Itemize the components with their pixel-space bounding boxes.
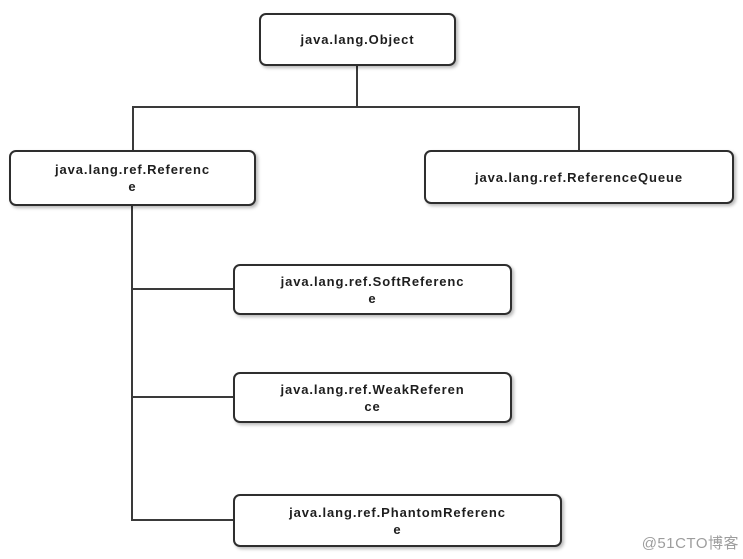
connector-branch-phantomreference <box>131 519 233 521</box>
node-label-java-lang-ref-referencequeue: java.lang.ref.ReferenceQueue <box>475 169 683 185</box>
connector-object-down <box>356 65 358 108</box>
watermark-51cto: @51CTO博客 <box>641 535 739 552</box>
connector-drop-reference <box>132 106 134 151</box>
node-label-java-lang-ref-weakreference: java.lang.ref.WeakReferen ce <box>280 381 465 414</box>
node-java-lang-ref-phantomreference: java.lang.ref.PhantomReferenc e <box>233 494 562 547</box>
node-java-lang-ref-softreference: java.lang.ref.SoftReferenc e <box>233 264 512 315</box>
connector-branch-weakreference <box>131 396 233 398</box>
node-java-lang-ref-reference: java.lang.ref.Referenc e <box>9 150 256 206</box>
node-java-lang-ref-weakreference: java.lang.ref.WeakReferen ce <box>233 372 512 423</box>
connector-children-bus <box>132 106 580 108</box>
node-label-java-lang-ref-phantomreference: java.lang.ref.PhantomReferenc e <box>289 504 506 537</box>
connector-reference-trunk <box>131 205 133 521</box>
connector-drop-referencequeue <box>578 106 580 151</box>
connector-branch-softreference <box>131 288 233 290</box>
node-label-java-lang-ref-reference: java.lang.ref.Referenc e <box>55 162 210 194</box>
node-java-lang-ref-referencequeue: java.lang.ref.ReferenceQueue <box>424 150 734 204</box>
node-label-java-lang-ref-softreference: java.lang.ref.SoftReferenc e <box>280 273 465 306</box>
node-label-java-lang-object: java.lang.Object <box>300 32 415 47</box>
node-java-lang-object: java.lang.Object <box>259 13 456 66</box>
